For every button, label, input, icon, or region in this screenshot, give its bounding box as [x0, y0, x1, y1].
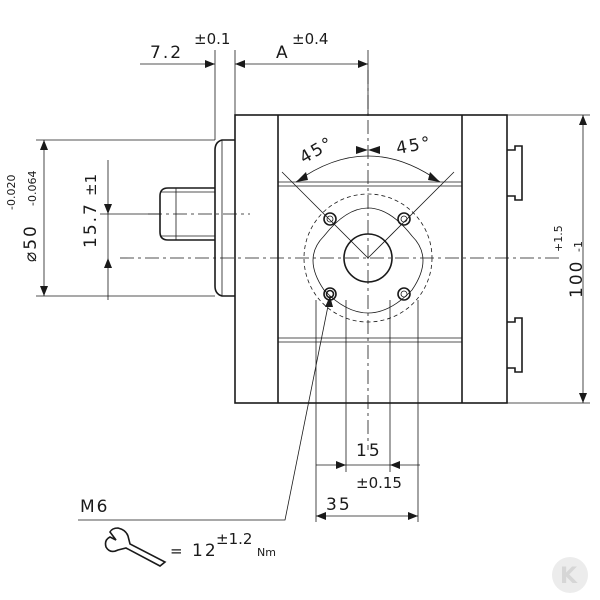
body-height-tol-upper: +1.5	[552, 225, 565, 252]
angle-dimension: 45° 45°	[281, 133, 455, 259]
pilot-diameter-tol-lower: -0.064	[26, 171, 39, 206]
logo-letter: K	[560, 564, 578, 589]
shaft-offset-value: 7.2	[150, 43, 183, 63]
pump-body	[234, 114, 508, 404]
brand-logo-icon: K	[552, 557, 588, 593]
left-dimension-diameter: ⌀50 -0.020 -0.064	[5, 139, 215, 297]
a-length-value: A	[276, 43, 290, 63]
bolt-hole-top-right	[397, 212, 411, 226]
port-spacing-15-value: 15	[356, 441, 382, 461]
top-dimension-a: A ±0.4	[235, 30, 369, 115]
left-dimension-shaft-height: 15.7 ±1	[81, 160, 160, 300]
angle-right-label: 45°	[395, 133, 434, 159]
bolt-hole-top-left	[323, 212, 337, 226]
port-spacing-15-tolerance: ±0.15	[356, 474, 402, 492]
thread-callout: M6	[78, 295, 333, 521]
torque-value: 12	[192, 541, 218, 561]
side-bracket-upper	[507, 145, 523, 201]
a-length-tolerance: ±0.4	[292, 30, 328, 48]
shaft-height-value: 15.7	[81, 202, 101, 248]
torque-tolerance: ±1.2	[216, 530, 252, 548]
torque-equals: =	[170, 542, 183, 560]
pilot-diameter-value: ⌀50	[21, 224, 41, 262]
bottom-dimension-35: 35	[315, 300, 419, 522]
top-dimension-7-2: 7.2 ±0.1	[140, 30, 245, 140]
shaft-height-tolerance: ±1	[82, 174, 100, 196]
body-height-tol-lower: -1	[572, 241, 585, 252]
thread-label: M6	[80, 497, 109, 517]
pilot-flange	[214, 139, 235, 297]
shaft-offset-tolerance: ±0.1	[194, 30, 230, 48]
torque-note: = 12 ±1.2 Nm	[104, 527, 276, 567]
bottom-dimension-15: 15 ±0.15	[316, 300, 420, 492]
right-dimension-height: 100 +1.5 -1	[507, 114, 590, 404]
body-height-value: 100	[567, 260, 587, 298]
pilot-diameter-tol-upper: -0.020	[5, 175, 18, 210]
side-bracket-lower	[507, 317, 523, 373]
port-spacing-35-value: 35	[326, 495, 352, 515]
bolt-hole-bottom-right	[397, 287, 411, 301]
center-lines	[120, 70, 560, 450]
torque-unit: Nm	[257, 546, 276, 559]
wrench-icon	[104, 527, 167, 567]
